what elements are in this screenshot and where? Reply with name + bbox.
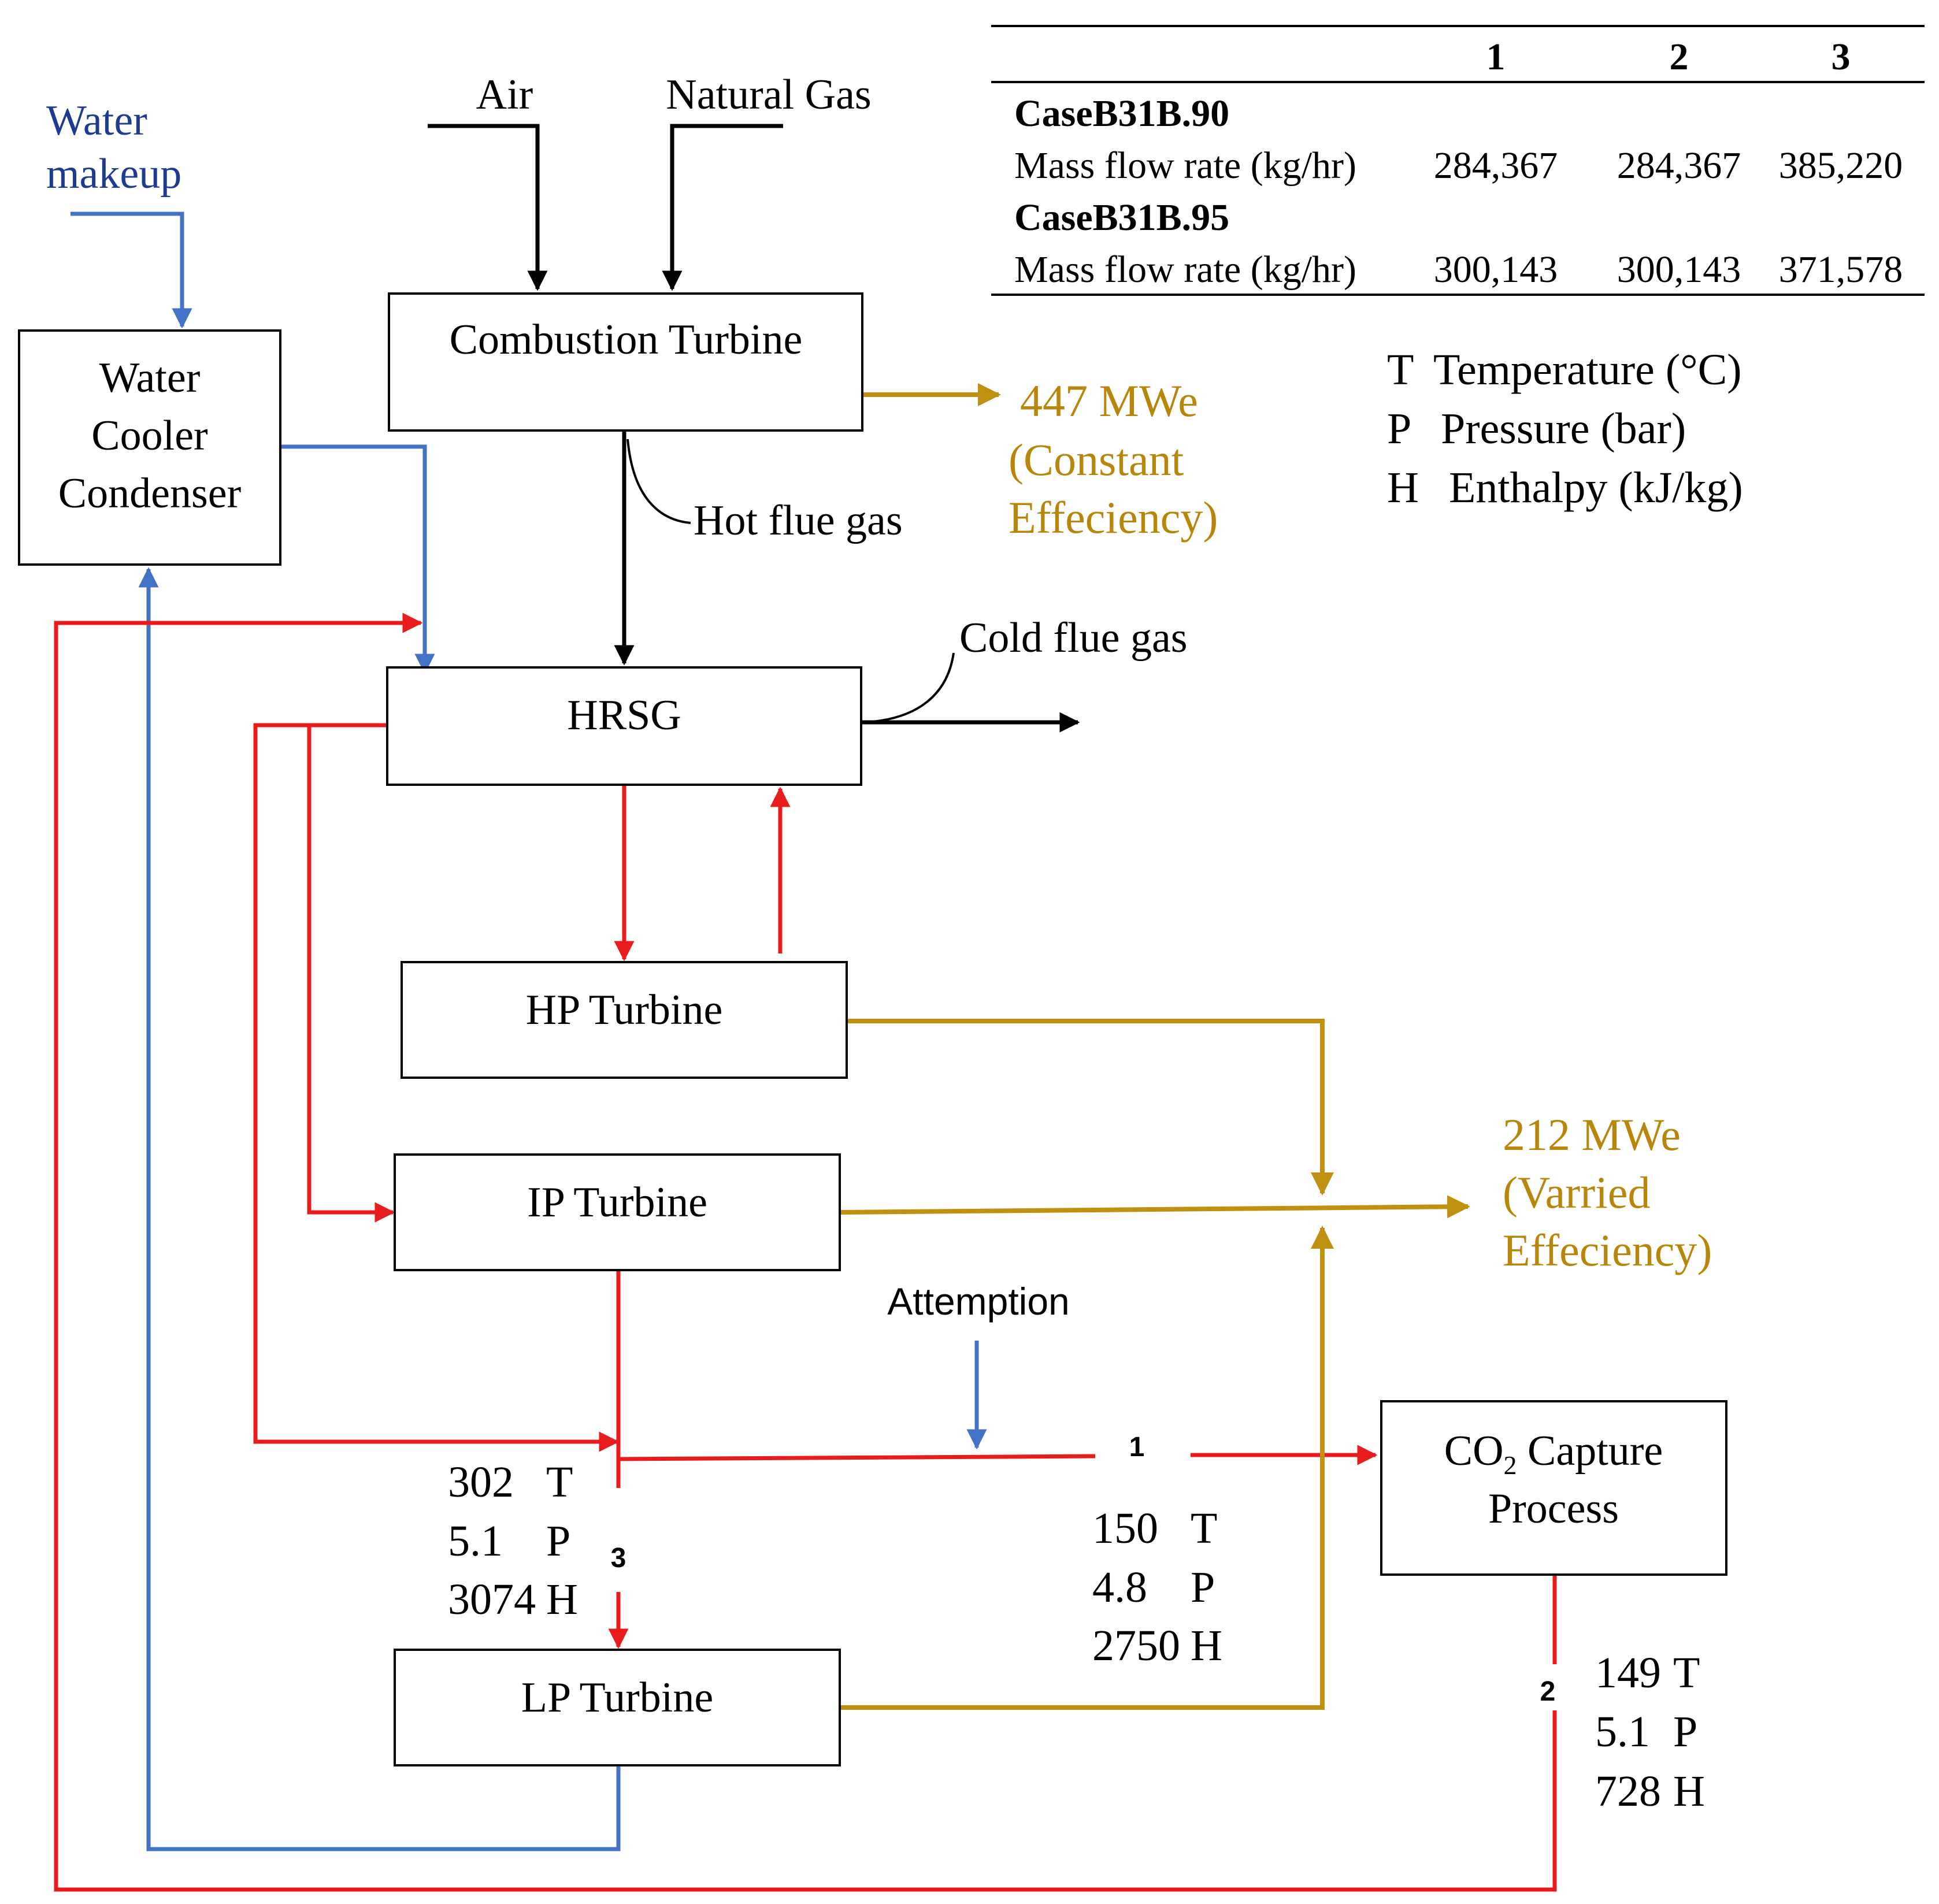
table-case-2-val-3: 371,578 <box>1779 248 1903 291</box>
table-case-1-val-2: 284,367 <box>1617 144 1741 187</box>
hrsg-bypass-to-mixer <box>253 723 620 1452</box>
natural-gas-label: Natural Gas <box>666 71 871 118</box>
hrsg-to-ip-arrow <box>307 723 395 1223</box>
combustion-turbine-label: Combustion Turbine <box>450 316 803 363</box>
stream-3-p-value: 5.1 <box>448 1517 503 1565</box>
steam-lines <box>54 613 1557 1892</box>
lp-power-line <box>840 1226 1334 1710</box>
stream-2-h-value: 728 <box>1595 1767 1661 1816</box>
stream-3-h-value: 3074 <box>448 1575 536 1624</box>
cold-flue-gas-leader <box>863 652 955 723</box>
mass-flow-table: 1 2 3 CaseB31B.90 Mass flow rate (kg/hr)… <box>991 25 1925 296</box>
water-makeup-label-1: Water <box>46 97 147 144</box>
legend-h-label: Enthalpy (kJ/kg) <box>1449 463 1743 512</box>
attemption-label: Attemption <box>887 1280 1070 1323</box>
mixer-to-stream-1 <box>618 1454 1096 1461</box>
hrsg-box <box>386 666 862 786</box>
stream-1-h-unit: H <box>1191 1621 1222 1670</box>
hrsg-label: HRSG <box>567 692 681 739</box>
table-case-1-val-3: 385,220 <box>1779 144 1903 187</box>
co2-capture-box <box>1380 1400 1727 1576</box>
table-col-2: 2 <box>1670 36 1689 78</box>
stream-3-t-value: 302 <box>448 1458 514 1506</box>
hp-turbine-label: HP Turbine <box>526 986 723 1034</box>
gas-lines <box>428 124 1080 733</box>
stream-2-p-unit: P <box>1673 1708 1697 1756</box>
stream-3-state: 302 T 5.1 P 3074 H <box>448 1458 578 1624</box>
stream-3-number: 3 <box>611 1543 626 1573</box>
water-cooler-label-3: Condenser <box>58 470 242 517</box>
st-power-note-2: Effeciency) <box>1503 1225 1712 1275</box>
condenser-to-hrsg-arrow <box>280 444 435 674</box>
hot-flue-gas-label: Hot flue gas <box>694 497 903 544</box>
ip-turbine-box <box>394 1153 841 1271</box>
water-cooler-condenser-box <box>18 329 281 566</box>
ip-power-arrow <box>839 1195 1470 1219</box>
legend: T Temperature (°C) P Pressure (bar) H En… <box>1387 346 1743 512</box>
stream-3-h-unit: H <box>546 1575 578 1624</box>
equipment-blocks <box>18 292 1727 1766</box>
cold-flue-gas-label: Cold flue gas <box>959 614 1188 662</box>
stream-2-h-unit: H <box>1673 1767 1705 1816</box>
co2-capture-subscript: 2 <box>1504 1450 1517 1480</box>
air-label: Air <box>476 71 533 118</box>
water-cooler-label-1: Water <box>99 354 201 402</box>
stream-2-t-value: 149 <box>1595 1649 1661 1697</box>
natural-gas-inlet-arrow <box>662 124 783 291</box>
stream-3-p-unit: P <box>546 1517 570 1565</box>
table-col-3: 3 <box>1832 36 1851 78</box>
stream-2-t-unit: T <box>1673 1649 1700 1697</box>
stream-3-t-unit: T <box>546 1458 573 1506</box>
stream-2-number: 2 <box>1540 1676 1556 1707</box>
water-makeup-arrow <box>71 211 192 329</box>
table-case-1-row-label: Mass flow rate (kg/hr) <box>1014 144 1356 187</box>
lp-to-condenser-return <box>138 567 621 1851</box>
co2-capture-word: Capture <box>1517 1427 1663 1475</box>
table-case-2-row-label: Mass flow rate (kg/hr) <box>1014 248 1356 291</box>
hot-flue-gas-leader <box>626 439 691 524</box>
st-power-note-1: (Varried <box>1503 1167 1651 1218</box>
table-case-2-val-2: 300,143 <box>1617 248 1741 291</box>
legend-t-label: Temperature (°C) <box>1433 346 1742 394</box>
legend-p-label: Pressure (bar) <box>1441 404 1686 453</box>
st-power-value: 212 MWe <box>1503 1109 1681 1160</box>
table-case-1-name: CaseB31B.90 <box>1014 92 1229 135</box>
water-makeup-label-2: makeup <box>46 150 181 198</box>
stream-1-h-value: 2750 <box>1092 1621 1180 1670</box>
ct-power-note-1: (Constant <box>1009 435 1184 485</box>
capture-return-loop <box>54 613 1557 1892</box>
table-col-1: 1 <box>1486 36 1506 78</box>
co2-capture-label-1: CO2 Capture <box>1444 1427 1663 1480</box>
co2-capture-co: CO <box>1444 1427 1504 1475</box>
stream-1-t-value: 150 <box>1092 1504 1158 1553</box>
legend-h-key: H <box>1387 463 1419 512</box>
hp-turbine-box <box>401 961 848 1079</box>
stream-1-state: 150 T 4.8 P 2750 H <box>1092 1504 1222 1670</box>
air-inlet-arrow <box>428 124 548 291</box>
stream-1-p-unit: P <box>1191 1563 1215 1612</box>
combustion-turbine-box <box>388 292 863 432</box>
ip-turbine-label: IP Turbine <box>527 1179 707 1226</box>
hp-power-line <box>847 1019 1334 1196</box>
ct-power-value: 447 MWe <box>1020 376 1198 426</box>
water-lines <box>71 211 987 1851</box>
legend-t-key: T <box>1387 346 1414 394</box>
stream-1-p-value: 4.8 <box>1092 1563 1147 1612</box>
stream-2-state: 149 T 5.1 P 728 H <box>1595 1649 1705 1816</box>
table-case-2-val-1: 300,143 <box>1434 248 1558 291</box>
table-case-2-name: CaseB31B.95 <box>1014 196 1229 239</box>
ct-power-note-2: Effeciency) <box>1009 492 1218 543</box>
lp-turbine-label: LP Turbine <box>521 1674 713 1721</box>
power-lines <box>839 383 1470 1710</box>
lp-turbine-box <box>394 1649 841 1766</box>
stream-1-t-unit: T <box>1191 1504 1217 1553</box>
stream-2-p-value: 5.1 <box>1595 1708 1650 1756</box>
stream-1-number: 1 <box>1129 1432 1145 1463</box>
legend-p-key: P <box>1387 404 1411 453</box>
co2-capture-label-2: Process <box>1488 1485 1619 1532</box>
table-case-1-val-1: 284,367 <box>1434 144 1558 187</box>
water-cooler-label-2: Cooler <box>91 412 207 459</box>
